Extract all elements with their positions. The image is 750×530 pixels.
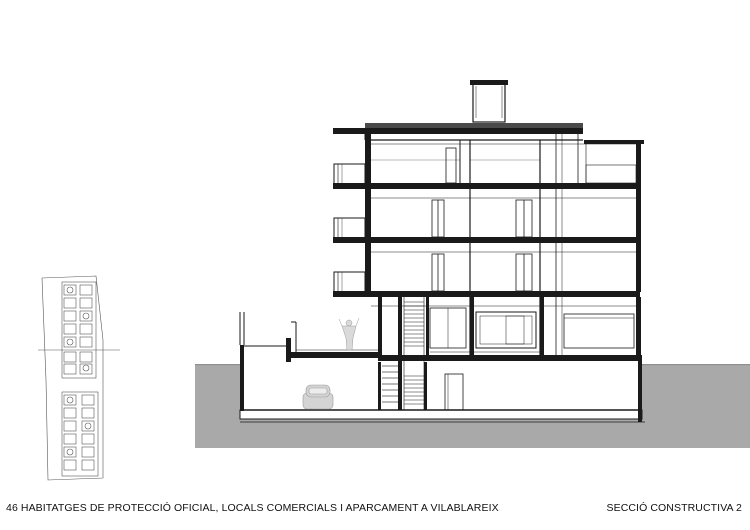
project-title: 46 HABITATGES DE PROTECCIÓ OFICIAL, LOCA…	[6, 502, 499, 514]
car-icon	[302, 384, 334, 410]
staircase	[382, 297, 425, 410]
key-plan-block-south	[61, 391, 99, 477]
building-section	[333, 80, 644, 410]
courtyard-terrace	[239, 312, 379, 358]
basement-parking	[239, 338, 645, 423]
person-icon	[338, 317, 360, 351]
key-plan	[38, 275, 120, 481]
sheet-title: SECCIÓ CONSTRUCTIVA 2	[606, 502, 742, 514]
doors	[431, 147, 533, 292]
key-plan-block-north	[61, 281, 97, 379]
